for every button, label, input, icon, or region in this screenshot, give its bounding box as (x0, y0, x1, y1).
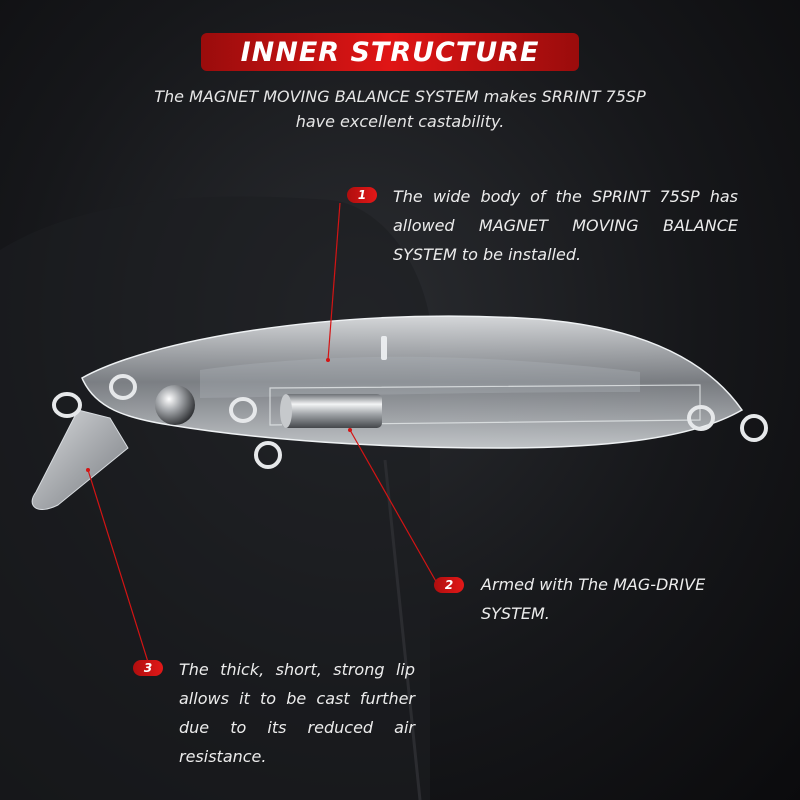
line-tie-eyelet (52, 392, 82, 418)
lure-lip (31, 409, 129, 510)
callout-badge-3: 3 (133, 660, 163, 676)
subtitle: The MAGNET MOVING BALANCE SYSTEM makes S… (60, 84, 740, 134)
dorsal-pin (381, 336, 387, 360)
magnet-cylinder (282, 394, 382, 428)
weight-track (269, 384, 701, 426)
tail-split-ring (740, 414, 768, 442)
subtitle-line-2: have excellent castability. (295, 112, 505, 131)
tail-hook-eyelet (687, 405, 715, 431)
title-banner: INNER STRUCTURE (201, 33, 579, 71)
background-rod (383, 459, 422, 800)
callout-text-1: The wide body of the SPRINT 75SP has all… (393, 187, 738, 264)
callout-badge-2: 2 (434, 577, 464, 593)
leader-dot-1 (326, 358, 330, 362)
page-title: INNER STRUCTURE (240, 36, 540, 68)
leader-line-2 (349, 429, 439, 586)
leader-line-1 (327, 202, 341, 361)
front-hook-eyelet (109, 374, 137, 400)
magnet-end (280, 394, 292, 428)
lure-body (81, 315, 744, 449)
callout-text-3: The thick, short, strong lip allows it t… (179, 660, 415, 766)
callout-text-2: Armed with The MAG-DRIVE SYSTEM. (481, 575, 706, 623)
callout-badge-1: 1 (347, 187, 377, 203)
leader-dot-2 (348, 428, 352, 432)
leader-dot-3 (86, 468, 90, 472)
belly-split-ring (254, 441, 282, 469)
leader-line-3 (87, 469, 149, 663)
steel-ball (155, 385, 195, 425)
subtitle-line-1: The MAGNET MOVING BALANCE SYSTEM makes S… (154, 87, 646, 106)
belly-hook-eyelet (229, 397, 257, 423)
